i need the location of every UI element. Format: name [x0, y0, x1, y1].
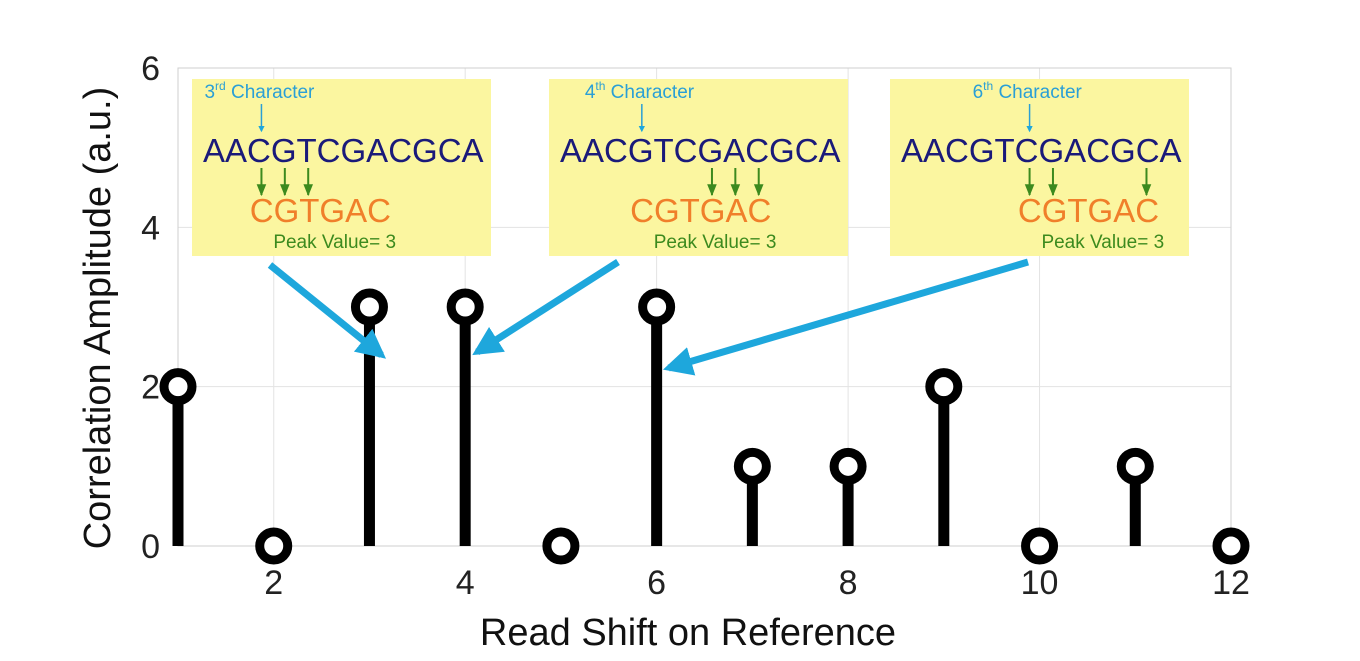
markers-layer [159, 288, 1250, 565]
stem-marker [1212, 527, 1250, 565]
stem-marker [255, 527, 293, 565]
stem-marker [350, 288, 388, 326]
peak-value-label: Peak Value= 3 [273, 232, 396, 253]
y-axis-title: Correlation Amplitude (a.u.) [77, 87, 119, 550]
stem-marker [1116, 447, 1154, 485]
reference-sequence: AACGTCGACGCA [203, 132, 484, 169]
position-label: 3rd Character [204, 79, 315, 103]
y-tick-label: 6 [141, 50, 160, 88]
x-axis-title: Read Shift on Reference [480, 612, 896, 654]
x-tick-label: 12 [1212, 564, 1250, 602]
y-tick-label: 0 [141, 528, 160, 566]
x-tick-label: 2 [264, 564, 283, 602]
callout-arrow [472, 259, 620, 356]
y-tick-label: 2 [141, 369, 160, 407]
callout-arrow [662, 258, 1029, 376]
stem-marker [1021, 527, 1059, 565]
plot-frame [177, 67, 1232, 547]
read-sequence: CGTGAC [630, 192, 771, 229]
stem-marker [159, 368, 197, 406]
x-tick-label: 8 [839, 564, 858, 602]
tick-labels: 2 4 6 8 10 12 0 2 4 6 [141, 50, 1250, 602]
stem-marker [925, 368, 963, 406]
peak-value-label: Peak Value= 3 [1041, 232, 1164, 253]
stem-marker [638, 288, 676, 326]
annotation-background [192, 79, 491, 256]
stem-marker [542, 527, 580, 565]
annotation-background [549, 79, 848, 256]
annotation-background [890, 79, 1189, 256]
arrows-layer [267, 258, 1029, 376]
stem-marker [733, 447, 771, 485]
position-label: 6th Character [973, 79, 1083, 103]
position-label: 4th Character [585, 79, 695, 103]
callout-arrow [267, 262, 387, 359]
peak-value-label: Peak Value= 3 [654, 232, 777, 253]
reference-sequence: AACGTCGACGCA [560, 132, 841, 169]
x-tick-label: 6 [647, 564, 666, 602]
y-tick-label: 4 [141, 209, 160, 247]
x-tick-label: 4 [456, 564, 475, 602]
read-sequence: CGTGAC [1018, 192, 1159, 229]
stem-marker [829, 447, 867, 485]
read-sequence: CGTGAC [250, 192, 391, 229]
x-tick-label: 10 [1021, 564, 1059, 602]
stem-marker [446, 288, 484, 326]
reference-sequence: AACGTCGACGCA [901, 132, 1182, 169]
